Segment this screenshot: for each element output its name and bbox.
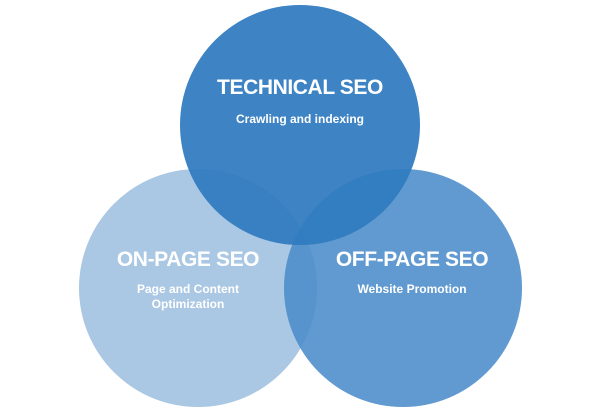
on-page-seo-subtitle: Page and Content Optimization: [70, 282, 306, 312]
off-page-seo-subtitle-line: Website Promotion: [357, 282, 467, 296]
on-page-seo-group: ON-PAGE SEO Page and Content Optimizatio…: [70, 248, 306, 312]
on-page-seo-subtitle-line-2: Optimization: [151, 297, 225, 311]
technical-seo-title: TECHNICAL SEO: [217, 76, 383, 99]
on-page-seo-subtitle-line-1: Page and Content: [136, 282, 239, 296]
off-page-seo-title: OFF-PAGE SEO: [335, 248, 489, 271]
technical-seo-subtitle-line: Crawling and indexing: [235, 112, 364, 126]
off-page-seo-subtitle: Website Promotion: [294, 282, 530, 297]
technical-seo-group: TECHNICAL SEO Crawling and indexing: [180, 76, 420, 127]
circle-technical-seo: [180, 5, 420, 245]
on-page-seo-title: ON-PAGE SEO: [116, 248, 260, 271]
off-page-seo-group: OFF-PAGE SEO Website Promotion: [294, 248, 530, 297]
technical-seo-subtitle: Crawling and indexing: [180, 112, 420, 127]
